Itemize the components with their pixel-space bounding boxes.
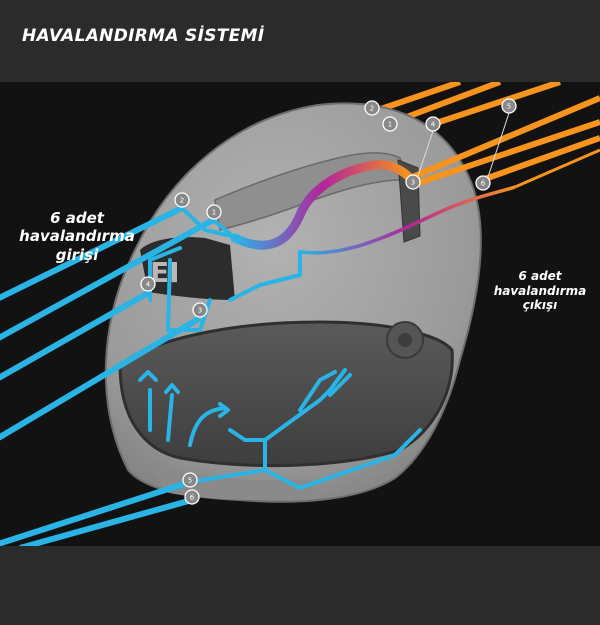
svg-text:4: 4 <box>431 121 436 129</box>
internal-airflow-channel <box>230 160 415 250</box>
exhaust-leader-lines <box>417 112 510 178</box>
exhaust-label: 6 adet havalandırma çıkışı <box>478 269 600 313</box>
intake-marker-5: 5 <box>182 472 198 488</box>
intake-label: 6 adet havalandırma girişi <box>2 209 152 264</box>
svg-text:2: 2 <box>180 197 184 205</box>
svg-text:2: 2 <box>370 105 374 113</box>
exhaust-marker-4: 4 <box>425 116 441 132</box>
intake-marker-2: 2 <box>174 192 190 208</box>
exhaust-label-line1: 6 adet <box>518 269 562 283</box>
page-title: HAVALANDIRMA SİSTEMİ <box>22 26 265 46</box>
intake-marker-1: 1 <box>206 204 222 220</box>
exhaust-channel-lower <box>299 185 516 255</box>
intake-markers: 2 1 4 3 5 6 <box>140 192 222 505</box>
svg-text:1: 1 <box>212 209 216 217</box>
visor <box>118 320 454 468</box>
intake-label-line2: havalandırma <box>19 227 135 246</box>
intake-marker-3: 3 <box>192 302 208 318</box>
exhaust-marker-6: 6 <box>475 175 491 191</box>
intake-marker-6: 6 <box>184 489 200 505</box>
svg-text:6: 6 <box>190 494 195 502</box>
intake-label-line3: girişi <box>55 245 99 264</box>
helmet-ventilation-diagram: EI <box>0 82 600 546</box>
helmet-illustration: EI <box>0 82 600 546</box>
exhaust-marker-1: 1 <box>382 116 398 132</box>
svg-text:4: 4 <box>146 281 151 289</box>
exhaust-label-line3: çıkışı <box>522 298 558 313</box>
svg-text:1: 1 <box>388 121 392 129</box>
svg-text:5: 5 <box>507 103 511 111</box>
exhaust-line-6 <box>514 148 600 189</box>
exhaust-marker-5: 5 <box>501 98 517 114</box>
exhaust-marker-2: 2 <box>364 100 380 116</box>
intake-marker-4: 4 <box>140 276 156 292</box>
svg-text:3: 3 <box>411 179 415 187</box>
svg-text:5: 5 <box>188 477 192 485</box>
exhaust-markers: 2 1 4 3 5 6 <box>364 98 517 191</box>
exhaust-flow-lines <box>408 95 600 188</box>
svg-text:6: 6 <box>481 180 486 188</box>
exhaust-label-line2: havalandırma <box>493 283 587 298</box>
svg-text:3: 3 <box>198 307 202 315</box>
intake-flow-lines <box>0 205 215 546</box>
exhaust-marker-3: 3 <box>405 174 421 190</box>
intake-label-line1: 6 adet <box>50 209 104 227</box>
